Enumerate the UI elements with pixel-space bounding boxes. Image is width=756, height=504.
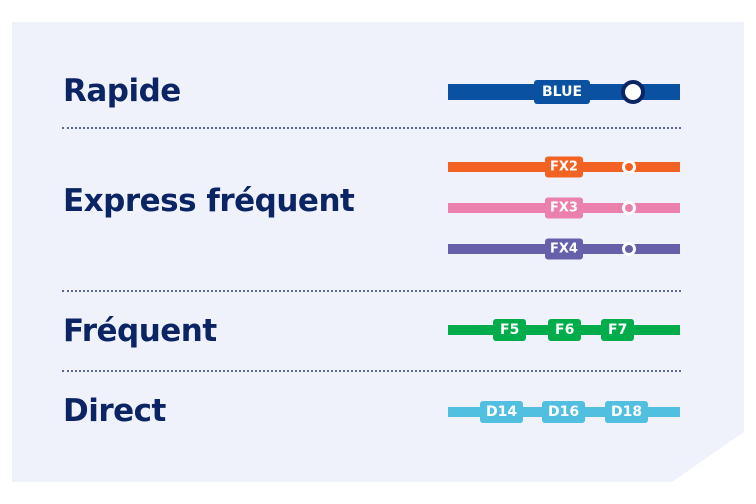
station-circle-icon: [622, 242, 636, 256]
category-label-rapide: Rapide: [63, 73, 181, 109]
line-fx4: FX4: [448, 238, 680, 260]
route-badge-d16: D16: [542, 401, 586, 423]
route-badge-d18: D18: [605, 401, 649, 423]
category-label-express-frequent: Express fréquent: [63, 183, 355, 219]
separator: [62, 370, 681, 372]
route-badge-blue: BLUE: [534, 80, 591, 104]
route-badge-fx4: FX4: [545, 238, 583, 260]
route-badge-f5: F5: [493, 319, 527, 341]
route-badge-d14: D14: [480, 401, 524, 423]
route-badge-f6: F6: [548, 319, 582, 341]
route-badge-fx2: FX2: [545, 156, 583, 178]
route-badge-f7: F7: [601, 319, 635, 341]
category-label-direct: Direct: [63, 393, 166, 429]
line-blue: BLUE: [448, 80, 680, 104]
category-label-frequent: Fréquent: [63, 313, 217, 349]
line-d14-d16-d18: D14 D16 D18: [448, 401, 680, 423]
separator: [62, 127, 681, 129]
station-circle-icon: [621, 80, 645, 104]
line-f5-f6-f7: F5 F6 F7: [448, 319, 680, 341]
line-fx2: FX2: [448, 156, 680, 178]
station-circle-icon: [622, 201, 636, 215]
station-circle-icon: [622, 160, 636, 174]
line-fx3: FX3: [448, 197, 680, 219]
route-badge-fx3: FX3: [545, 197, 583, 219]
separator: [62, 290, 681, 292]
